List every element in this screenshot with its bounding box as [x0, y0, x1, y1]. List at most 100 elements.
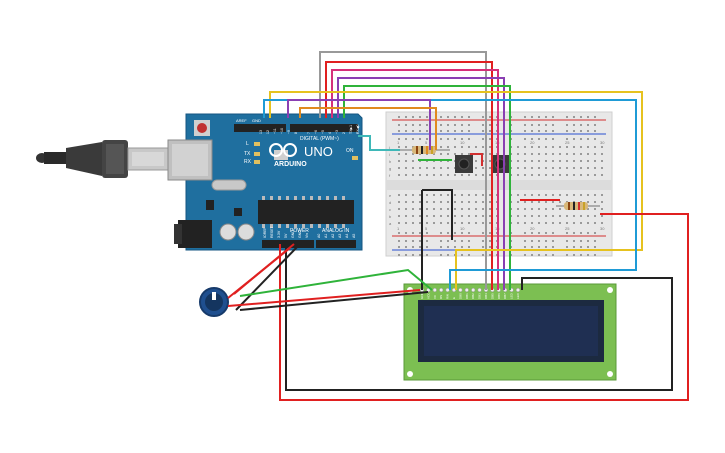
- digital-pin-label: ~5: [321, 130, 325, 134]
- digital-pin-label: 12: [266, 130, 270, 134]
- lcd-pin-label: DB4: [484, 293, 488, 299]
- led-label-rx: RX: [244, 159, 252, 165]
- lcd-pin-label: DB1: [465, 293, 469, 299]
- resistor-icon[interactable]: [400, 146, 450, 154]
- lcd-pin[interactable]: [439, 287, 444, 293]
- pushbutton-icon[interactable]: [455, 155, 473, 173]
- breadboard-column-number: 25: [565, 226, 570, 231]
- breadboard-row-letter: f: [389, 173, 391, 178]
- led-label-l: L: [246, 141, 249, 147]
- aref-label: AREF: [236, 118, 247, 123]
- wire-red-top: [325, 61, 493, 290]
- wire-pink: [331, 69, 499, 290]
- wire-green-pot: [239, 268, 433, 297]
- lcd-pin-label: DB6: [497, 293, 501, 299]
- breadboard-column-number: 20: [530, 140, 535, 145]
- breadboard-row-letter: a: [389, 221, 392, 226]
- lcd-pin-label: VCC: [426, 292, 430, 299]
- analog-pin-label: A0: [317, 234, 321, 238]
- resistor-icon[interactable]: [556, 202, 600, 210]
- lcd-pin-label: V0: [433, 295, 437, 299]
- breadboard-column-number: 5: [425, 140, 428, 145]
- wire-gray: [319, 51, 487, 290]
- breadboard-column-number: 30: [600, 140, 605, 145]
- power-pin-label: RESET: [270, 225, 274, 238]
- pushbutton-icon[interactable]: [491, 155, 509, 173]
- breadboard-column-number: 1: [397, 140, 400, 145]
- digital-header-label: DIGITAL (PWM~): [300, 136, 339, 142]
- arduino-board[interactable]: ARDUINO UNO DIGITAL (PWM~) POWER ANALOG …: [167, 113, 363, 251]
- lcd-pin-label: E: [452, 297, 456, 299]
- lcd-pin[interactable]: [471, 287, 476, 293]
- lcd-pin-label: GND: [420, 292, 424, 300]
- power-pin-label: IOREF: [263, 227, 267, 238]
- power-pin-label: Vin: [305, 233, 309, 238]
- power-pin-label: 3.3V: [277, 230, 281, 238]
- lcd-pin-label: DB2: [471, 293, 475, 299]
- analog-pin-label: A3: [338, 234, 342, 238]
- board-brand: ARDUINO: [274, 161, 307, 168]
- lcd-pin[interactable]: [432, 287, 437, 293]
- board-model: UNO: [304, 144, 333, 159]
- breadboard-column-number: 20: [530, 226, 535, 231]
- breadboard-column-number: 30: [600, 226, 605, 231]
- analog-header-label: ANALOG IN: [322, 228, 350, 234]
- lcd-pin-label: RW: [446, 294, 450, 299]
- digital-pin-label: TX▶1: [349, 125, 353, 134]
- breadboard-row-letter: h: [389, 159, 391, 164]
- usb-cable-icon[interactable]: [36, 140, 169, 178]
- digital-pin-label: ~9: [287, 130, 291, 134]
- breadboard-column-number: 10: [460, 140, 465, 145]
- lcd-pin-label: DB5: [490, 293, 494, 299]
- lcd-pin-label: LED: [516, 292, 520, 299]
- digital-pin-label: ~6: [314, 130, 318, 134]
- breadboard-row-letter: e: [389, 193, 392, 198]
- breadboard-row-letter: d: [389, 200, 391, 205]
- wire-purple-btn: [287, 99, 431, 150]
- power-header-label: POWER: [290, 228, 309, 234]
- breadboard-column-number: 10: [460, 226, 465, 231]
- lcd-pin[interactable]: [458, 287, 463, 293]
- lcd-pin-label: DB0: [458, 293, 462, 299]
- lcd-pin-label: LED: [510, 292, 514, 299]
- digital-pin-label: 4: [328, 132, 332, 134]
- led-label-tx: TX: [244, 151, 251, 157]
- analog-pin-label: A1: [324, 234, 328, 238]
- analog-pin-label: A5: [352, 234, 356, 238]
- analog-pin-label: A4: [345, 234, 349, 238]
- breadboard-row-letter: c: [389, 207, 391, 212]
- wire-orange: [299, 107, 437, 150]
- lcd-pin[interactable]: [515, 287, 521, 293]
- power-pin-label: 5V: [284, 233, 288, 238]
- power-pin-label: GND: [298, 230, 302, 238]
- analog-pin-label: A2: [331, 234, 335, 238]
- digital-pin-label: 13: [259, 130, 263, 134]
- digital-pin-label: RX◀0: [356, 124, 360, 134]
- breadboard-column-number: 5: [425, 226, 428, 231]
- lcd-pin[interactable]: [477, 287, 482, 293]
- lcd-pin-label: DB3: [478, 293, 482, 299]
- lcd-pin-label: DB7: [503, 293, 507, 299]
- breadboard-column-number: 1: [397, 226, 400, 231]
- potentiometer-icon[interactable]: [199, 287, 229, 317]
- breadboard-row-letter: g: [389, 166, 391, 171]
- lcd-pin[interactable]: [464, 287, 469, 293]
- breadboard-column-number: 25: [565, 140, 570, 145]
- wire-blue: [263, 99, 637, 290]
- digital-pin-label: 2: [342, 132, 346, 134]
- breadboard-row-letter: i: [389, 152, 390, 157]
- breadboard-row-letter: b: [389, 214, 392, 219]
- wire-teal: [358, 135, 400, 151]
- digital-pin-label: ~3: [335, 130, 339, 134]
- wire-purple-top: [337, 77, 505, 290]
- gnd-label: GND: [252, 118, 261, 123]
- lcd-pin[interactable]: [445, 287, 450, 293]
- wire-red-power: [279, 213, 689, 401]
- digital-pin-label: 7: [307, 132, 311, 134]
- power-pin-label: GND: [291, 230, 295, 238]
- wire-black-power: [285, 244, 673, 391]
- lcd-pin-label: RS: [439, 295, 443, 299]
